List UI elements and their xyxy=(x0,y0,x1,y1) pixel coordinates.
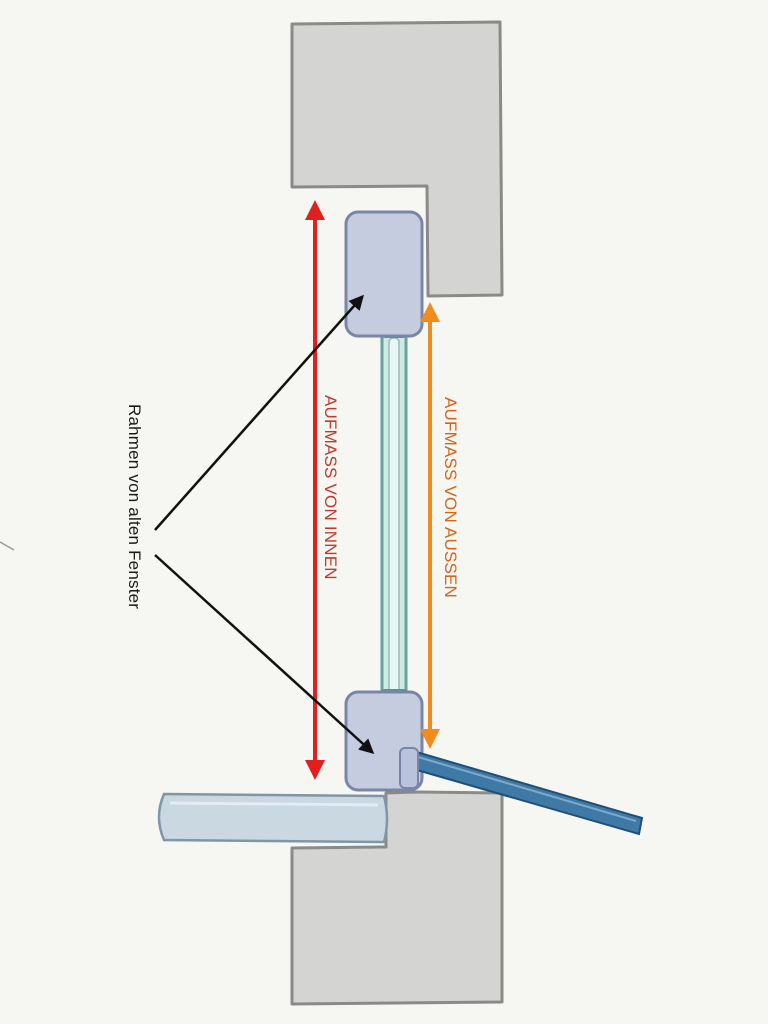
upper-wall xyxy=(290,20,504,298)
stray-mark xyxy=(0,541,15,551)
glass-pane-inner-line xyxy=(388,337,400,695)
sill-joint xyxy=(399,747,419,789)
old-frame-top xyxy=(344,210,424,338)
old-frames-label: Rahmen von alten Fenster xyxy=(125,404,144,610)
inside-measure-label: AUFMASS VON INNEN xyxy=(321,395,340,580)
outside-measure-label: AUFMASS VON AUSSEN xyxy=(441,397,460,599)
outside-sill-highlight xyxy=(417,756,637,822)
inside-sill-highlight xyxy=(169,801,379,807)
pointer-arrow-bottom xyxy=(154,554,375,755)
inside-window-sill xyxy=(157,792,389,844)
pointer-arrow-top xyxy=(154,294,364,531)
